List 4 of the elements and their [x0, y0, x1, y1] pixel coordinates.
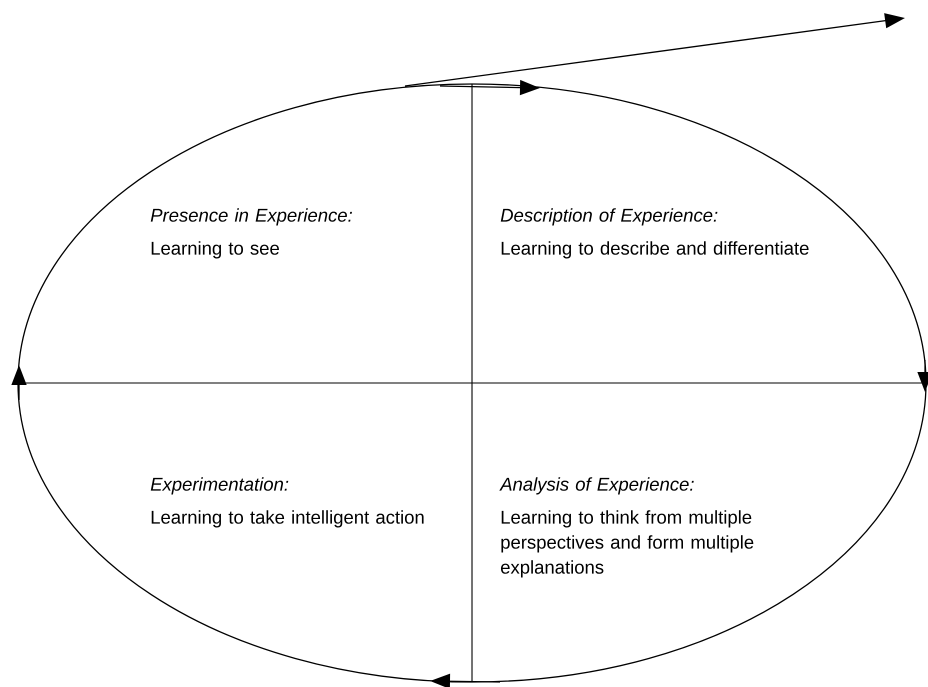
quadrant-text: Analysis of Experience: Learning to think from multiple perspectives and form multiple explanations: [499, 477, 754, 578]
quadrant-text: Presence in Experience: Learning to see: [150, 208, 352, 258]
quadrant-text: Experimentation: Learning to take intelligent action: [150, 477, 424, 528]
quadrant-text: Description of Experience: Learning to describe and differentiate: [500, 208, 809, 258]
